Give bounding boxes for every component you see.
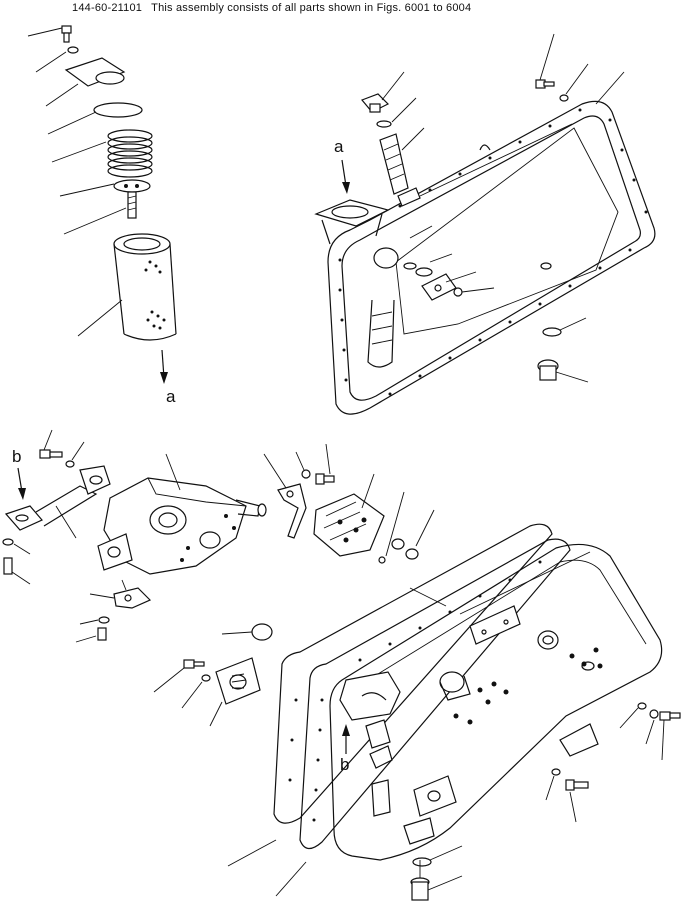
drain-plug [537, 317, 589, 383]
pump-suction-pipe [4, 465, 111, 539]
outlet-tube [263, 443, 335, 539]
pan-inner-rim [341, 115, 641, 401]
bottom-drain-plug [410, 845, 463, 901]
callout-a-filter: a [166, 387, 176, 406]
cover-plate [45, 57, 126, 107]
breather-filter [379, 127, 491, 207]
filter-perforations [144, 260, 166, 330]
screen-plate [313, 473, 435, 564]
suction-flange [314, 199, 390, 245]
pan-bolt-right [535, 33, 625, 105]
tank-outer [329, 543, 663, 861]
spring [51, 129, 153, 178]
pan-gasket-outer [273, 523, 553, 824]
bolt-top [27, 25, 72, 43]
upper-oil-pan: a [314, 33, 656, 415]
relief-valve [59, 179, 151, 235]
pump-body [97, 453, 267, 575]
pump-bracket [75, 579, 152, 643]
assembly-note: This assembly consists of all parts show… [151, 2, 472, 14]
pan-gasket-inner [299, 538, 571, 850]
lower-oil-pan: b [153, 523, 681, 901]
filter-element [77, 233, 177, 341]
tank-side-bolts [545, 702, 681, 823]
callout-b-left: b [12, 447, 21, 466]
tank-fittings [339, 605, 603, 845]
arrow-to-a [160, 349, 168, 384]
callout-b-bottom: b [340, 755, 349, 774]
access-cover [153, 623, 273, 727]
pan-well [395, 127, 619, 335]
tank-rim-holes [288, 560, 542, 822]
pan-bolt-holes [338, 108, 648, 396]
callout-a-top: a [334, 137, 344, 156]
washer-top [35, 46, 79, 73]
filter-assembly: a [27, 25, 177, 406]
oil-pump-assembly: b [2, 429, 435, 643]
breather-cap [360, 71, 417, 128]
suction-strainer [367, 247, 399, 368]
pan-outer-rim [327, 100, 656, 415]
header-note: 144-60-21101 This assembly consists of a… [72, 2, 471, 14]
pan-cover-plate [403, 262, 552, 301]
o-ring [47, 102, 143, 135]
part-code: 144-60-21101 [72, 2, 143, 14]
